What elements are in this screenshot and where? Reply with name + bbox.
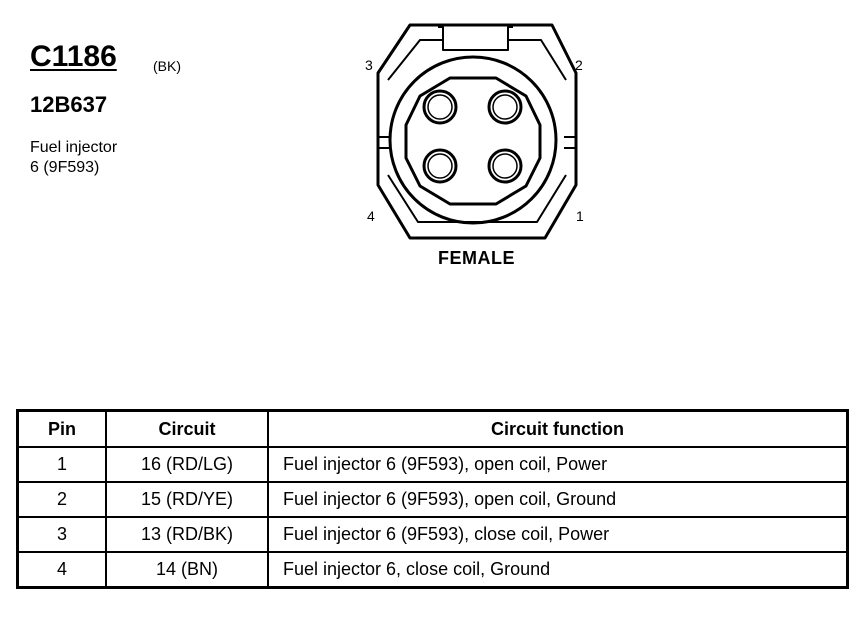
table-row: 3 13 (RD/BK) Fuel injector 6 (9F593), cl… <box>16 516 849 553</box>
inner-polygon-insert <box>404 76 542 206</box>
connector-color: (BK) <box>153 58 181 74</box>
table-row: 1 16 (RD/LG) Fuel injector 6 (9F593), op… <box>16 446 849 483</box>
table-row: 4 14 (BN) Fuel injector 6, close coil, G… <box>16 551 849 589</box>
cell-circuit-function: Fuel injector 6 (9F593), close coil, Pow… <box>267 516 849 553</box>
pinout-table: Pin Circuit Circuit function 1 16 (RD/LG… <box>16 409 849 589</box>
table-header-row: Pin Circuit Circuit function <box>16 409 849 448</box>
part-number: 12B637 <box>30 92 108 117</box>
cell-circuit: 13 (RD/BK) <box>105 516 269 553</box>
component-line-1: Fuel injector <box>30 139 118 156</box>
pin-label-4: 4 <box>367 208 375 224</box>
pin-cavity-4-inner <box>427 153 453 179</box>
pin-cavity-2-inner <box>492 94 518 120</box>
cell-circuit: 14 (BN) <box>105 551 269 589</box>
cell-circuit-function: Fuel injector 6 (9F593), open coil, Grou… <box>267 481 849 518</box>
housing-inner-shoulder <box>387 39 567 81</box>
component-description: Fuel injector 6 (9F593) <box>30 138 180 178</box>
connector-housing-outline <box>376 23 578 240</box>
table-row: 2 15 (RD/YE) Fuel injector 6 (9F593), op… <box>16 481 849 518</box>
cell-circuit-function: Fuel injector 6 (9F593), open coil, Powe… <box>267 446 849 483</box>
cell-circuit: 15 (RD/YE) <box>105 481 269 518</box>
pin-cavity-3 <box>422 89 458 125</box>
pin-label-2: 2 <box>575 57 583 73</box>
pin-cavity-2 <box>487 89 523 125</box>
connector-id: C1186 <box>30 40 117 73</box>
cell-circuit: 16 (RD/LG) <box>105 446 269 483</box>
cell-pin: 3 <box>16 516 107 553</box>
connector-face-diagram <box>376 23 578 240</box>
cell-pin: 1 <box>16 446 107 483</box>
housing-top-key-cutout <box>438 26 513 51</box>
connector-gender-label: FEMALE <box>438 248 515 268</box>
cell-pin: 2 <box>16 481 107 518</box>
header-circuit-function: Circuit function <box>267 409 849 448</box>
cell-pin: 4 <box>16 551 107 589</box>
pin-label-3: 3 <box>365 57 373 73</box>
header-circuit: Circuit <box>105 409 269 448</box>
component-line-2: 6 (9F593) <box>30 159 100 176</box>
inner-ring-outer <box>388 55 558 225</box>
pin-cavity-3-inner <box>427 94 453 120</box>
cell-circuit-function: Fuel injector 6, close coil, Ground <box>267 551 849 589</box>
header-pin: Pin <box>16 409 107 448</box>
pin-cavity-1-inner <box>492 153 518 179</box>
pin-cavity-4 <box>422 148 458 184</box>
pin-label-1: 1 <box>576 208 584 224</box>
pin-cavity-1 <box>487 148 523 184</box>
